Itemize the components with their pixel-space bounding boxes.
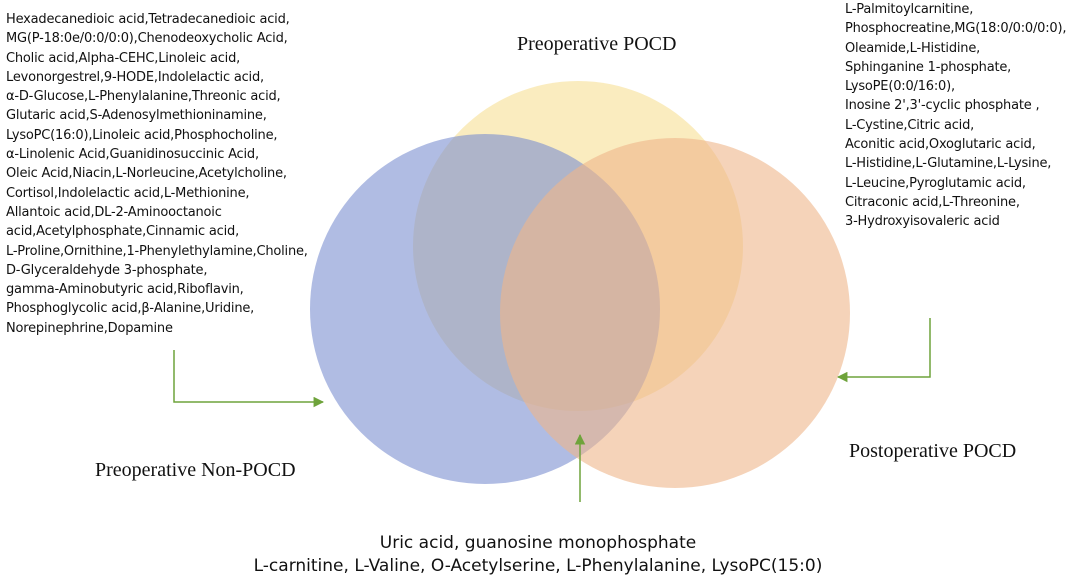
list-item: gamma-Aminobutyric acid,Riboflavin,: [6, 282, 244, 298]
list-item: LysoPC(16:0),Linoleic acid,Phosphocholin…: [6, 127, 278, 143]
list-item: Levonorgestrel,9-HODE,Indolelactic acid,: [6, 69, 264, 85]
right-metabolite-list: L-Palmitoylcarnitine, Phosphocreatine,MG…: [845, 0, 1066, 232]
list-item: Oleamide,L-Histidine,: [845, 40, 981, 56]
list-item: L-Palmitoylcarnitine,: [845, 2, 974, 17]
list-item: acid,Acetylphosphate,Cinnamic acid,: [6, 224, 240, 240]
left-metabolite-list: Hexadecanedioic acid,Tetradecanedioic ac…: [6, 10, 308, 338]
list-item: L-Cystine,Citric acid,: [845, 117, 975, 133]
arrow-left-list: [173, 350, 325, 408]
list-item: Phosphoglycolic acid,β-Alanine,Uridine,: [6, 301, 255, 317]
list-item: Norepinephrine,Dopamine: [6, 320, 173, 336]
list-item: Aconitic acid,Oxoglutaric acid,: [845, 137, 1036, 153]
set-label-preoperative-pocd: Preoperative POCD: [517, 33, 677, 55]
list-item: Allantoic acid,DL-2-Aminooctanoic: [6, 204, 222, 220]
list-item: α-D-Glucose,L-Phenylalanine,Threonic aci…: [6, 89, 281, 105]
set-label-postoperative-pocd: Postoperative POCD: [849, 440, 1017, 462]
list-item: L-Histidine,L-Glutamine,L-Lysine,: [845, 156, 1052, 172]
list-item: 3-Hydroxyisovaleric acid: [845, 214, 1000, 230]
circle-postoperative-pocd: [500, 138, 850, 488]
center-intersection-line-2: L-carnitine, L-Valine, O-Acetylserine, L…: [253, 556, 823, 576]
list-item: MG(P-18:0e/0:0/0:0),Chenodeoxycholic Aci…: [6, 31, 288, 47]
list-item: Phosphocreatine,MG(18:0/0:0/0:0),: [845, 21, 1067, 37]
list-item: Sphinganine 1-phosphate,: [845, 59, 1012, 75]
set-label-preoperative-non-pocd: Preoperative Non-POCD: [95, 459, 296, 481]
arrow-right-list: [836, 318, 931, 383]
list-item: D-Glyceraldehyde 3-phosphate,: [6, 262, 208, 278]
list-item: Inosine 2',3'-cyclic phosphate ,: [845, 98, 1040, 114]
list-item: α-Linolenic Acid,Guanidinosuccinic Acid,: [6, 147, 259, 163]
list-item: Hexadecanedioic acid,Tetradecanedioic ac…: [6, 12, 290, 27]
list-item: L-Leucine,Pyroglutamic acid,: [845, 175, 1026, 191]
list-item: LysoPE(0:0/16:0),: [845, 79, 955, 95]
list-item: Cholic acid,Alpha-CEHC,Linoleic acid,: [6, 50, 241, 66]
list-item: Glutaric acid,S-Adenosylmethioninamine,: [6, 108, 267, 124]
list-item: Cortisol,Indolelactic acid,L-Methionine,: [6, 185, 250, 201]
list-item: L-Proline,Ornithine,1-Phenylethylamine,C…: [6, 243, 308, 259]
list-item: Citraconic acid,L-Threonine,: [845, 194, 1020, 210]
center-intersection-line-1: Uric acid, guanosine monophosphate: [379, 533, 697, 553]
list-item: Oleic Acid,Niacin,L-Norleucine,Acetylcho…: [6, 166, 287, 182]
